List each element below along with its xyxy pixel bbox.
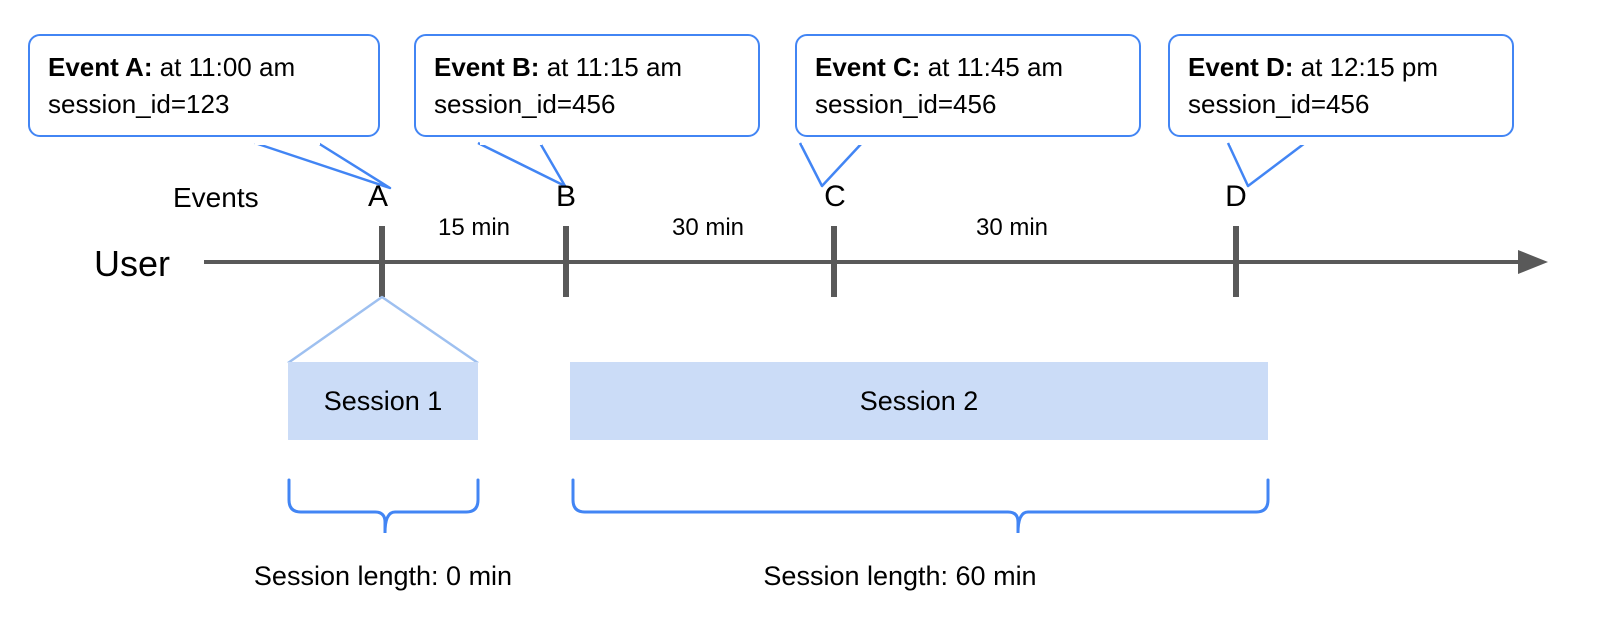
session-length-label-1: Session length: 0 min xyxy=(253,561,513,591)
event-label-c: C xyxy=(824,180,846,213)
event-label-b: B xyxy=(555,180,577,213)
callout-b-line2: session_id=456 xyxy=(434,89,616,119)
user-axis-caption: User xyxy=(94,243,171,284)
callout-tail-c xyxy=(798,141,864,188)
callout-tail-b xyxy=(477,141,567,188)
event-label-d: D xyxy=(1225,180,1247,213)
session2-brace xyxy=(571,478,1270,534)
event-callout-d[interactable]: Event D: at 12:15 pm session_id=456 xyxy=(1168,34,1514,137)
callout-a-time: at 11:00 am xyxy=(152,52,296,82)
duration-label-cd: 30 min xyxy=(975,214,1049,241)
duration-label-bc: 30 min xyxy=(671,214,745,241)
event-label-a: A xyxy=(367,180,389,213)
callout-c-line2: session_id=456 xyxy=(815,89,997,119)
event-callout-b[interactable]: Event B: at 11:15 am session_id=456 xyxy=(414,34,760,137)
session1-brace xyxy=(287,478,480,534)
callout-c-time: at 11:45 am xyxy=(920,52,1064,82)
events-row-caption: Events xyxy=(173,182,259,213)
callout-a-line2: session_id=123 xyxy=(48,89,230,119)
timeline-axis xyxy=(204,250,1548,274)
callout-d-line2: session_id=456 xyxy=(1188,89,1370,119)
event-callout-a[interactable]: Event A: at 11:00 am session_id=123 xyxy=(28,34,380,137)
callout-b-time: at 11:15 am xyxy=(539,52,683,82)
callout-b-line1: Event B: at 11:15 am xyxy=(434,49,740,86)
session-length-label-2: Session length: 60 min xyxy=(763,561,1037,591)
session-bar-1[interactable]: Session 1 xyxy=(288,362,478,440)
callout-b-lead: Event B: xyxy=(434,52,540,82)
callout-c-lead: Event C: xyxy=(815,52,921,82)
session-bar-2[interactable]: Session 2 xyxy=(570,362,1268,440)
callout-tail-d xyxy=(1226,141,1307,188)
session-bar-2-label: Session 2 xyxy=(859,385,979,416)
callout-a-lead: Event A: xyxy=(48,52,153,82)
event-callout-c[interactable]: Event C: at 11:45 am session_id=456 xyxy=(795,34,1141,137)
session1-funnel xyxy=(287,295,479,365)
session-bar-1-label: Session 1 xyxy=(323,385,443,416)
callout-c-line1: Event C: at 11:45 am xyxy=(815,49,1121,86)
callout-tail-a xyxy=(254,141,392,190)
duration-label-ab: 15 min xyxy=(437,214,511,241)
callout-d-lead: Event D: xyxy=(1188,52,1294,82)
callout-a-line1: Event A: at 11:00 am xyxy=(48,49,360,86)
callout-d-line1: Event D: at 12:15 pm xyxy=(1188,49,1494,86)
callout-d-time: at 12:15 pm xyxy=(1293,52,1439,82)
